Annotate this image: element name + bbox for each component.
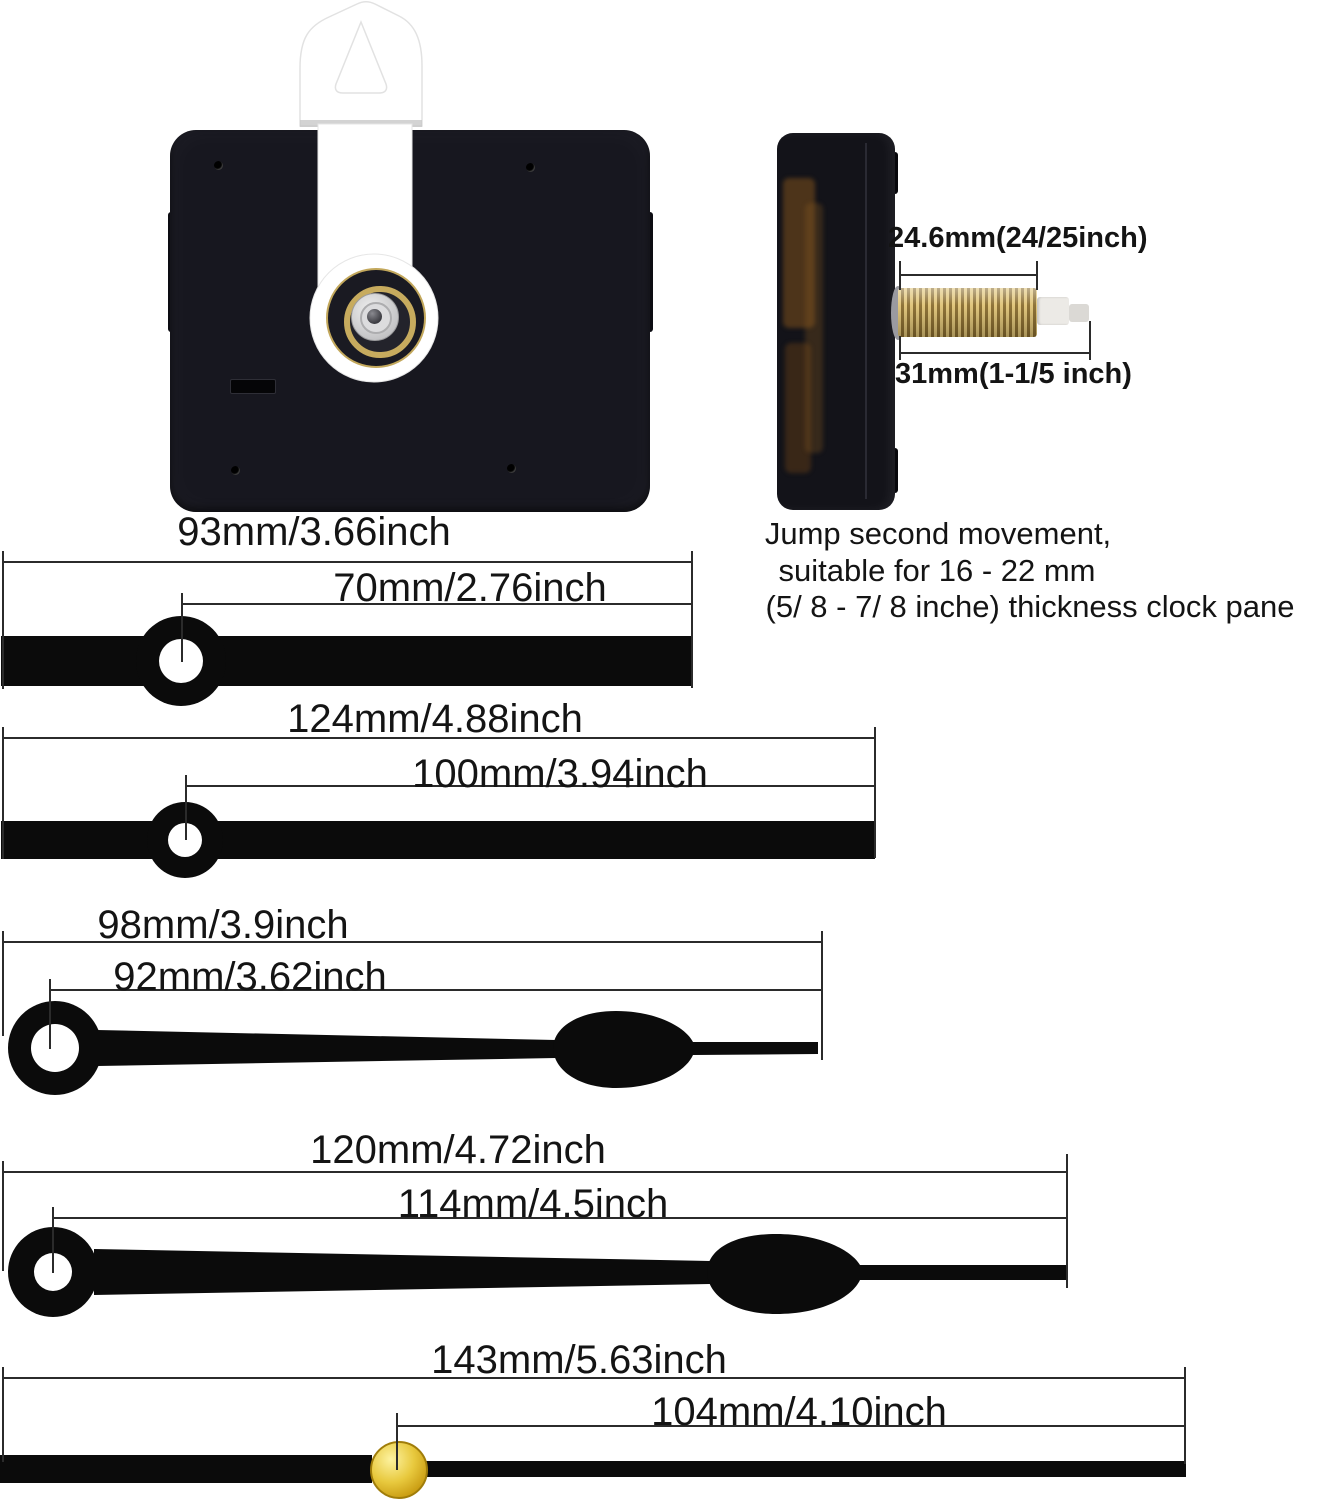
dim-tick	[2, 727, 4, 859]
hand3-tip-line	[50, 989, 823, 991]
hand2-tip-label: 100mm/3.94inch	[412, 752, 708, 796]
hanger-top-plate	[299, 1, 423, 127]
screw-icon	[507, 464, 516, 473]
hand2-tip-line	[186, 785, 876, 787]
hand5-tip-line	[397, 1425, 1186, 1427]
second-hand-gold-hub	[370, 1441, 428, 1499]
dim-tick	[2, 1161, 4, 1271]
hand5-total-label: 143mm/5.63inch	[431, 1338, 727, 1382]
dim-tick	[396, 1413, 398, 1470]
hand4-tip-label: 114mm/4.5inch	[397, 1182, 669, 1226]
screw-icon	[231, 466, 240, 475]
shaft-center-nub	[367, 309, 382, 324]
shaft-total-dim-line	[900, 274, 1037, 276]
hour-hand-straight-bar	[1, 636, 692, 686]
hand4-tip-line	[53, 1217, 1068, 1219]
shaft-total-dim-label: 24.6mm(24/25inch)	[888, 222, 1148, 254]
hand3-shaft	[97, 1030, 556, 1066]
hand3-total-label: 98mm/3.9inch	[97, 903, 349, 947]
minute-hand-spade-image	[8, 1227, 1068, 1317]
movement-side-body	[777, 133, 895, 510]
screw-icon	[214, 161, 223, 170]
hand4-total-line	[3, 1171, 1068, 1173]
hand1-tip-label: 70mm/2.76inch	[333, 566, 607, 610]
hand3-spade-tip	[553, 1011, 818, 1088]
dim-tick	[52, 1207, 54, 1273]
caption-line-3: (5/ 8 - 7/ 8 inche) thickness clock pane	[765, 589, 1295, 624]
hand1-total-label: 93mm/3.66inch	[177, 510, 451, 554]
hand3-total-line	[3, 941, 823, 943]
second-hand-counterweight	[0, 1455, 372, 1483]
dim-tick	[899, 336, 901, 360]
hand4-spade-tip	[707, 1234, 1068, 1314]
hand3-tip-label: 92mm/3.62inch	[113, 955, 387, 999]
dim-tick	[899, 261, 901, 290]
dim-tick	[181, 593, 183, 662]
shaft-thread-dim-label: 31mm(1-1/5 inch)	[895, 358, 1132, 390]
dim-tick	[691, 551, 693, 688]
dim-tick	[2, 1367, 4, 1462]
dim-tick	[874, 727, 876, 858]
translucent-window	[783, 178, 815, 328]
dim-tick	[2, 931, 4, 1036]
minute-hand-straight-bar	[1, 821, 875, 859]
hand4-shaft	[94, 1249, 710, 1295]
hour-hand-spade-image	[8, 1001, 818, 1095]
time-set-slot	[230, 379, 276, 394]
threaded-brass-shaft	[898, 288, 1037, 337]
dim-tick	[1036, 261, 1038, 290]
dim-tick	[1066, 1154, 1068, 1288]
shaft-thread-dim-line	[900, 352, 1090, 354]
second-hand-pointer	[426, 1461, 1186, 1477]
dim-tick	[1184, 1367, 1186, 1464]
dim-tick	[2, 551, 4, 689]
hand5-tip-label: 104mm/4.10inch	[651, 1390, 947, 1434]
translucent-window	[785, 343, 811, 473]
translucent-window	[805, 203, 823, 453]
case-seam-line	[865, 143, 867, 499]
screw-icon	[526, 163, 535, 172]
caption-line-1: Jump second movement,	[764, 516, 1112, 551]
hand5-total-line	[3, 1377, 1186, 1379]
dim-tick	[821, 931, 823, 1060]
dim-tick	[49, 979, 51, 1049]
caption-line-2: suitable for 16 - 22 mm	[778, 553, 1096, 588]
shaft-white-tip	[1069, 304, 1089, 322]
hand2-total-label: 124mm/4.88inch	[287, 697, 583, 741]
shaft-white-collar	[1037, 297, 1069, 325]
hand1-total-line	[3, 561, 693, 563]
hand3-hub-hole	[31, 1024, 79, 1072]
hand4-total-label: 120mm/4.72inch	[310, 1128, 606, 1172]
hand1-tip-line	[182, 603, 692, 605]
dim-tick	[185, 775, 187, 840]
dim-tick	[1089, 321, 1091, 360]
hand2-total-line	[3, 737, 876, 739]
